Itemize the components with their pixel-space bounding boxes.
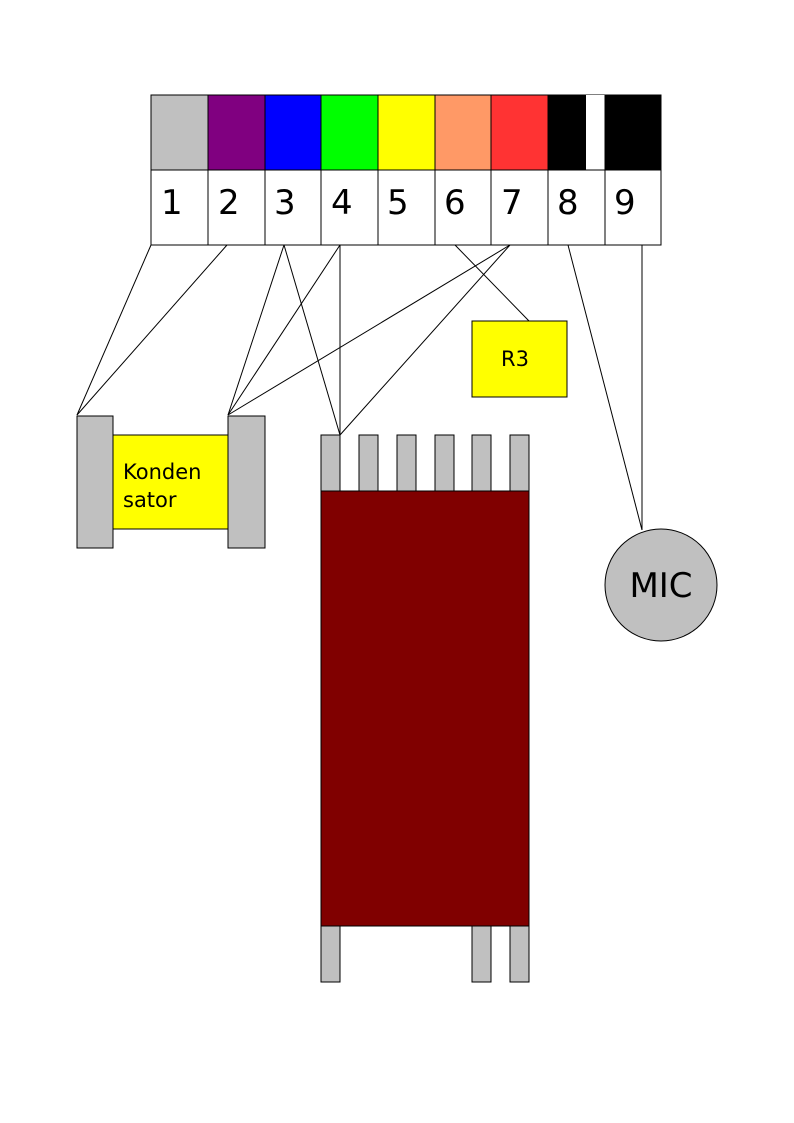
ic-bottom-pin [509,925,530,983]
capacitor-body [112,434,229,530]
wires [76,244,643,531]
capacitor-left-cap [76,415,114,549]
ic-top-pin [434,434,455,492]
wire-pin7-ic [339,244,511,436]
pin-9-color [604,94,662,171]
ic-bottom-pin [320,925,341,983]
ic-chip [320,434,530,983]
wire-pin3-ic [283,244,341,436]
pin-3-label: 3 [274,183,296,223]
pin-1-color [150,94,209,171]
microphone-label: MIC [629,566,692,606]
connector-number-row: 1 2 3 4 5 6 7 8 9 [150,169,662,246]
pin-5-color [377,94,436,171]
wire-pin7-capacitor [227,244,511,416]
ic-body [320,490,530,927]
pin-7-cell [490,169,549,246]
wire-pin3-capacitor [227,244,285,416]
microphone-body [604,528,718,642]
pin-8-stripe [586,95,605,170]
pin-9-cell [604,169,662,246]
connector-color-strip [150,94,662,171]
wire-pin6-resistor [454,244,530,322]
pin-4-color [320,94,379,171]
pin-1-cell [150,169,209,246]
pin-5-cell [377,169,436,246]
capacitor: Konden sator [76,415,266,549]
pin-8-cell [547,169,606,246]
pin-8-label: 8 [557,183,579,223]
pin-7-color [490,94,549,171]
pin-1-label: 1 [161,183,183,223]
capacitor-label-line2: sator [123,488,177,512]
wire-pin4-capacitor [227,244,341,416]
wire-pin8-mic [567,244,643,531]
pin-3-cell [264,169,322,246]
ic-top-pin [509,434,530,492]
ic-top-pin [358,434,379,492]
wire-pin1-capacitor [76,244,152,416]
pin-2-cell [207,169,266,246]
pin-5-label: 5 [387,183,409,223]
ic-top-pin [471,434,492,492]
pin-6-color [434,94,492,171]
capacitor-label-line1: Konden [123,460,201,484]
ic-bottom-pin [471,925,492,983]
pin-2-label: 2 [218,183,240,223]
pin-2-color [207,94,266,171]
pin-7-label: 7 [501,183,523,223]
pin-6-cell [434,169,492,246]
wire-pin2-capacitor [76,244,228,416]
pin-3-color [264,94,322,171]
pin-4-label: 4 [331,183,353,223]
resistor-body [471,320,568,398]
ic-top-pin [396,434,417,492]
pin-4-cell [320,169,379,246]
ic-top-pin [320,434,341,492]
microphone: MIC [604,528,718,642]
capacitor-right-cap [227,415,266,549]
pin-9-label: 9 [614,183,636,223]
resistor-r3: R3 [471,320,568,398]
resistor-label: R3 [501,347,529,371]
pin-6-label: 6 [444,183,466,223]
